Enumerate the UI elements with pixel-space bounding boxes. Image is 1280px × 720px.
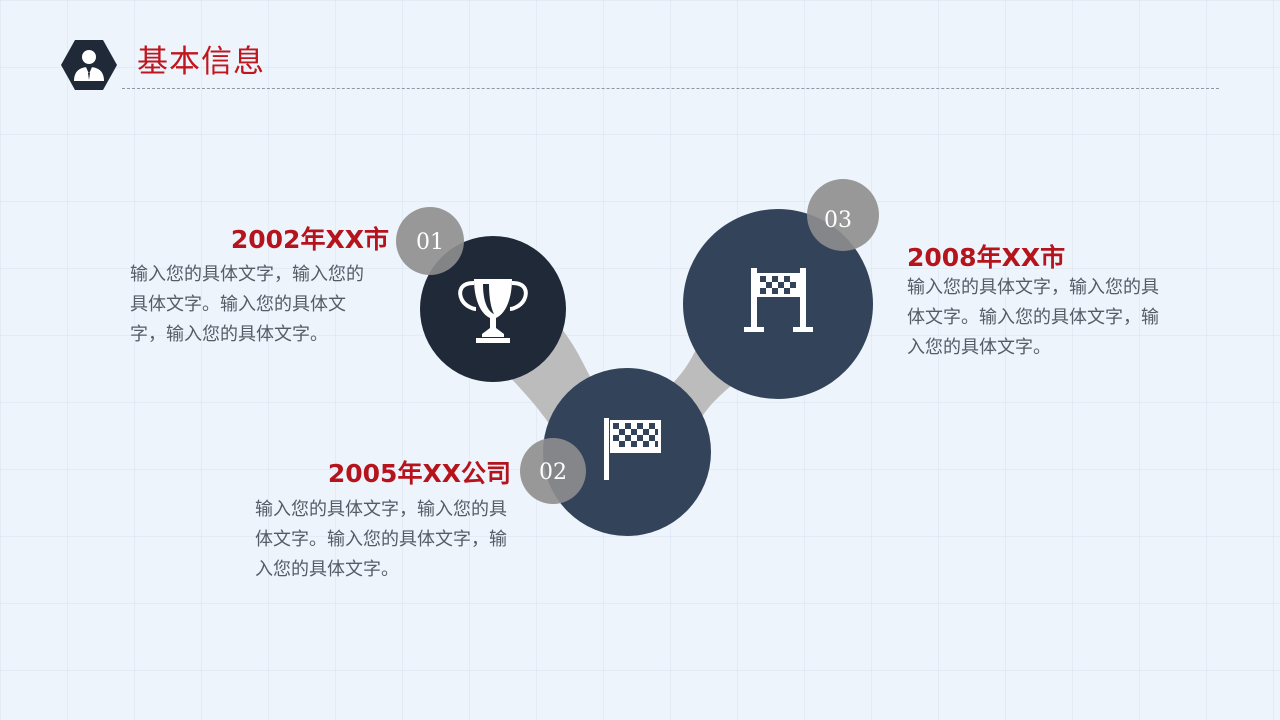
page-title: 基本信息 bbox=[137, 44, 265, 80]
checkered-flag-icon bbox=[604, 418, 661, 480]
trophy-icon bbox=[458, 279, 528, 343]
badge-03-number: 03 bbox=[824, 208, 852, 233]
item-03-description: 输入您的具体文字，输入您的具体文字。输入您的具体文字，输入您的具体文字。 bbox=[907, 277, 1159, 358]
person-icon bbox=[61, 40, 117, 90]
badge-02 bbox=[520, 438, 586, 504]
item-02-description: 输入您的具体文字，输入您的具体文字。输入您的具体文字，输入您的具体文字。 bbox=[255, 499, 507, 580]
badge-01 bbox=[396, 207, 464, 275]
item-02-heading: 2005年XX公司 bbox=[327, 459, 511, 488]
finish-line-icon bbox=[744, 268, 813, 332]
item-01-heading: 2002年XX市 bbox=[230, 225, 389, 254]
badge-03 bbox=[807, 179, 879, 251]
item-03-heading: 2008年XX市 bbox=[907, 243, 1066, 272]
circle-03 bbox=[683, 209, 873, 399]
title-divider bbox=[122, 88, 1219, 89]
badge-01-number: 01 bbox=[416, 230, 444, 255]
badge-02-number: 02 bbox=[539, 460, 567, 485]
item-01-description: 输入您的具体文字，输入您的具体文字。输入您的具体文字，输入您的具体文字。 bbox=[130, 264, 364, 345]
